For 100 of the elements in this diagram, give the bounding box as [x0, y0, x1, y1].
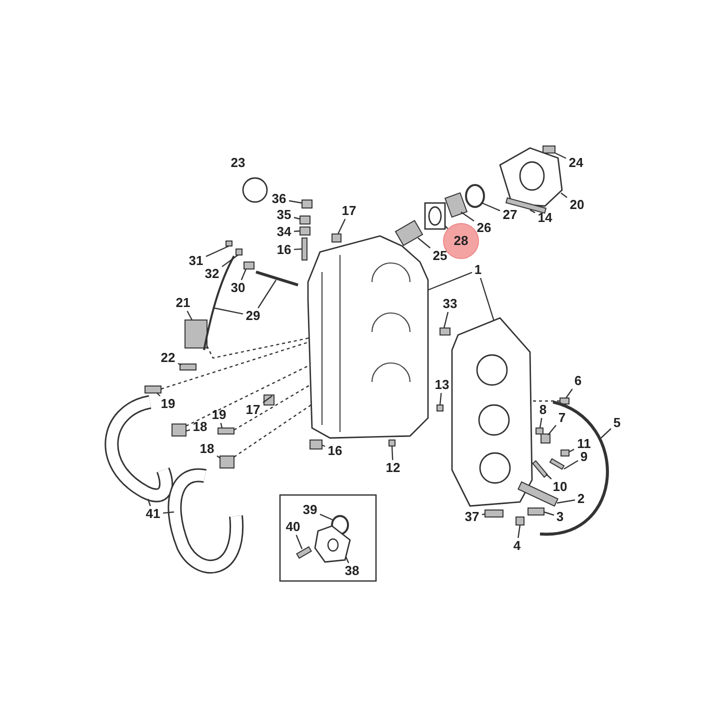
clip-part: [236, 248, 242, 256]
leader-line: [548, 424, 556, 436]
leader-line: [178, 362, 182, 366]
fitting-part: [264, 394, 274, 406]
callout-number: 27: [502, 208, 518, 222]
callout-number: 34: [276, 225, 292, 239]
hose-part: [540, 400, 609, 536]
leader-line: [560, 192, 568, 198]
callout-number: 4: [513, 539, 521, 553]
assembly-guide-line: [531, 400, 560, 402]
callout-number: 36: [272, 192, 286, 206]
callout-number: 6: [574, 374, 582, 388]
leader-line: [482, 202, 500, 212]
leader-line: [539, 418, 542, 428]
bolt-part: [528, 508, 544, 516]
callout-number: 5: [613, 416, 621, 430]
clip-part: [226, 240, 232, 246]
callout-number: 33: [442, 297, 458, 311]
callout-number: 35: [276, 208, 292, 222]
leader-line: [564, 460, 578, 470]
callout-number: 19: [160, 397, 176, 411]
callout-number: 7: [558, 411, 566, 425]
leader-line: [460, 212, 474, 222]
leader-line: [294, 248, 302, 250]
leader-line: [162, 511, 174, 514]
plug-part: [310, 440, 322, 450]
leader-line: [222, 254, 238, 268]
callout-number: 17: [246, 403, 260, 417]
leader-line: [156, 392, 160, 396]
callout-number: 21: [176, 296, 190, 310]
elbow-fitting-part: [220, 456, 234, 468]
callout-number: 10: [552, 480, 568, 494]
washer-part: [300, 226, 310, 236]
leader-line: [391, 446, 394, 460]
leader-line: [345, 556, 350, 564]
plug-part: [536, 428, 544, 434]
callout-number: 16: [328, 444, 342, 458]
callout-number: 26: [476, 221, 492, 235]
callout-number: 18: [200, 442, 214, 456]
fitting-part: [484, 510, 504, 518]
leader-line: [320, 514, 334, 521]
callout-number: 3: [556, 510, 564, 524]
leader-line: [439, 392, 442, 406]
callout-number: 32: [204, 267, 220, 281]
leader-line: [482, 513, 486, 516]
tube-part: [256, 270, 298, 286]
callout-number: 22: [160, 351, 176, 365]
callout-number: 30: [230, 281, 246, 295]
callout-number: 8: [539, 403, 547, 417]
stud-part: [302, 238, 308, 260]
leader-line: [294, 216, 300, 220]
gasket-part: [424, 202, 446, 230]
fitting-part: [144, 386, 162, 394]
cover-part: [314, 525, 351, 563]
fitting-part: [516, 516, 524, 526]
leader-line: [294, 230, 300, 232]
elbow-fitting-part: [172, 424, 186, 436]
callout-number: 14: [538, 211, 552, 225]
callout-number: 1: [474, 263, 482, 277]
fitting-part: [440, 328, 450, 336]
callout-number: 9: [580, 450, 588, 464]
hose-part: [168, 468, 244, 574]
plate-part: [184, 320, 208, 348]
assembly-guide-line: [234, 384, 310, 431]
callout-number: 12: [386, 461, 400, 475]
callout-number: 2: [577, 492, 585, 506]
thermostat-part: [444, 192, 468, 218]
leader-line: [556, 499, 576, 504]
leader-line: [186, 310, 193, 320]
assembly-guide-line: [234, 404, 312, 458]
leader-line: [296, 534, 303, 550]
bolt-part: [296, 546, 312, 559]
leader-line: [428, 272, 472, 291]
fitting-part: [218, 428, 234, 434]
leader-line: [546, 474, 552, 480]
leader-line: [147, 498, 151, 506]
seal-ring-part: [465, 184, 485, 208]
callout-number: 18: [192, 420, 208, 434]
leader-line: [518, 524, 521, 538]
fitting-part: [560, 398, 570, 404]
bolt-part: [542, 146, 556, 154]
leader-line: [186, 429, 190, 432]
leader-line: [337, 218, 346, 234]
callout-number: 19: [212, 408, 226, 422]
assembly-guide-line: [206, 337, 310, 359]
hose-part: [104, 395, 173, 502]
leader-line: [480, 278, 495, 322]
callout-number: 13: [434, 378, 450, 392]
leader-line: [568, 448, 574, 453]
leader-line: [258, 280, 276, 308]
callout-number: 37: [464, 510, 480, 524]
callout-number: 24: [568, 156, 584, 170]
leader-line: [530, 209, 536, 214]
leader-line: [214, 307, 244, 315]
callout-number: 16: [276, 243, 292, 257]
fitting-part: [332, 234, 342, 242]
leader-line: [216, 455, 220, 458]
leader-line: [220, 422, 223, 428]
leader-line: [322, 444, 326, 447]
leader-line: [288, 200, 302, 204]
